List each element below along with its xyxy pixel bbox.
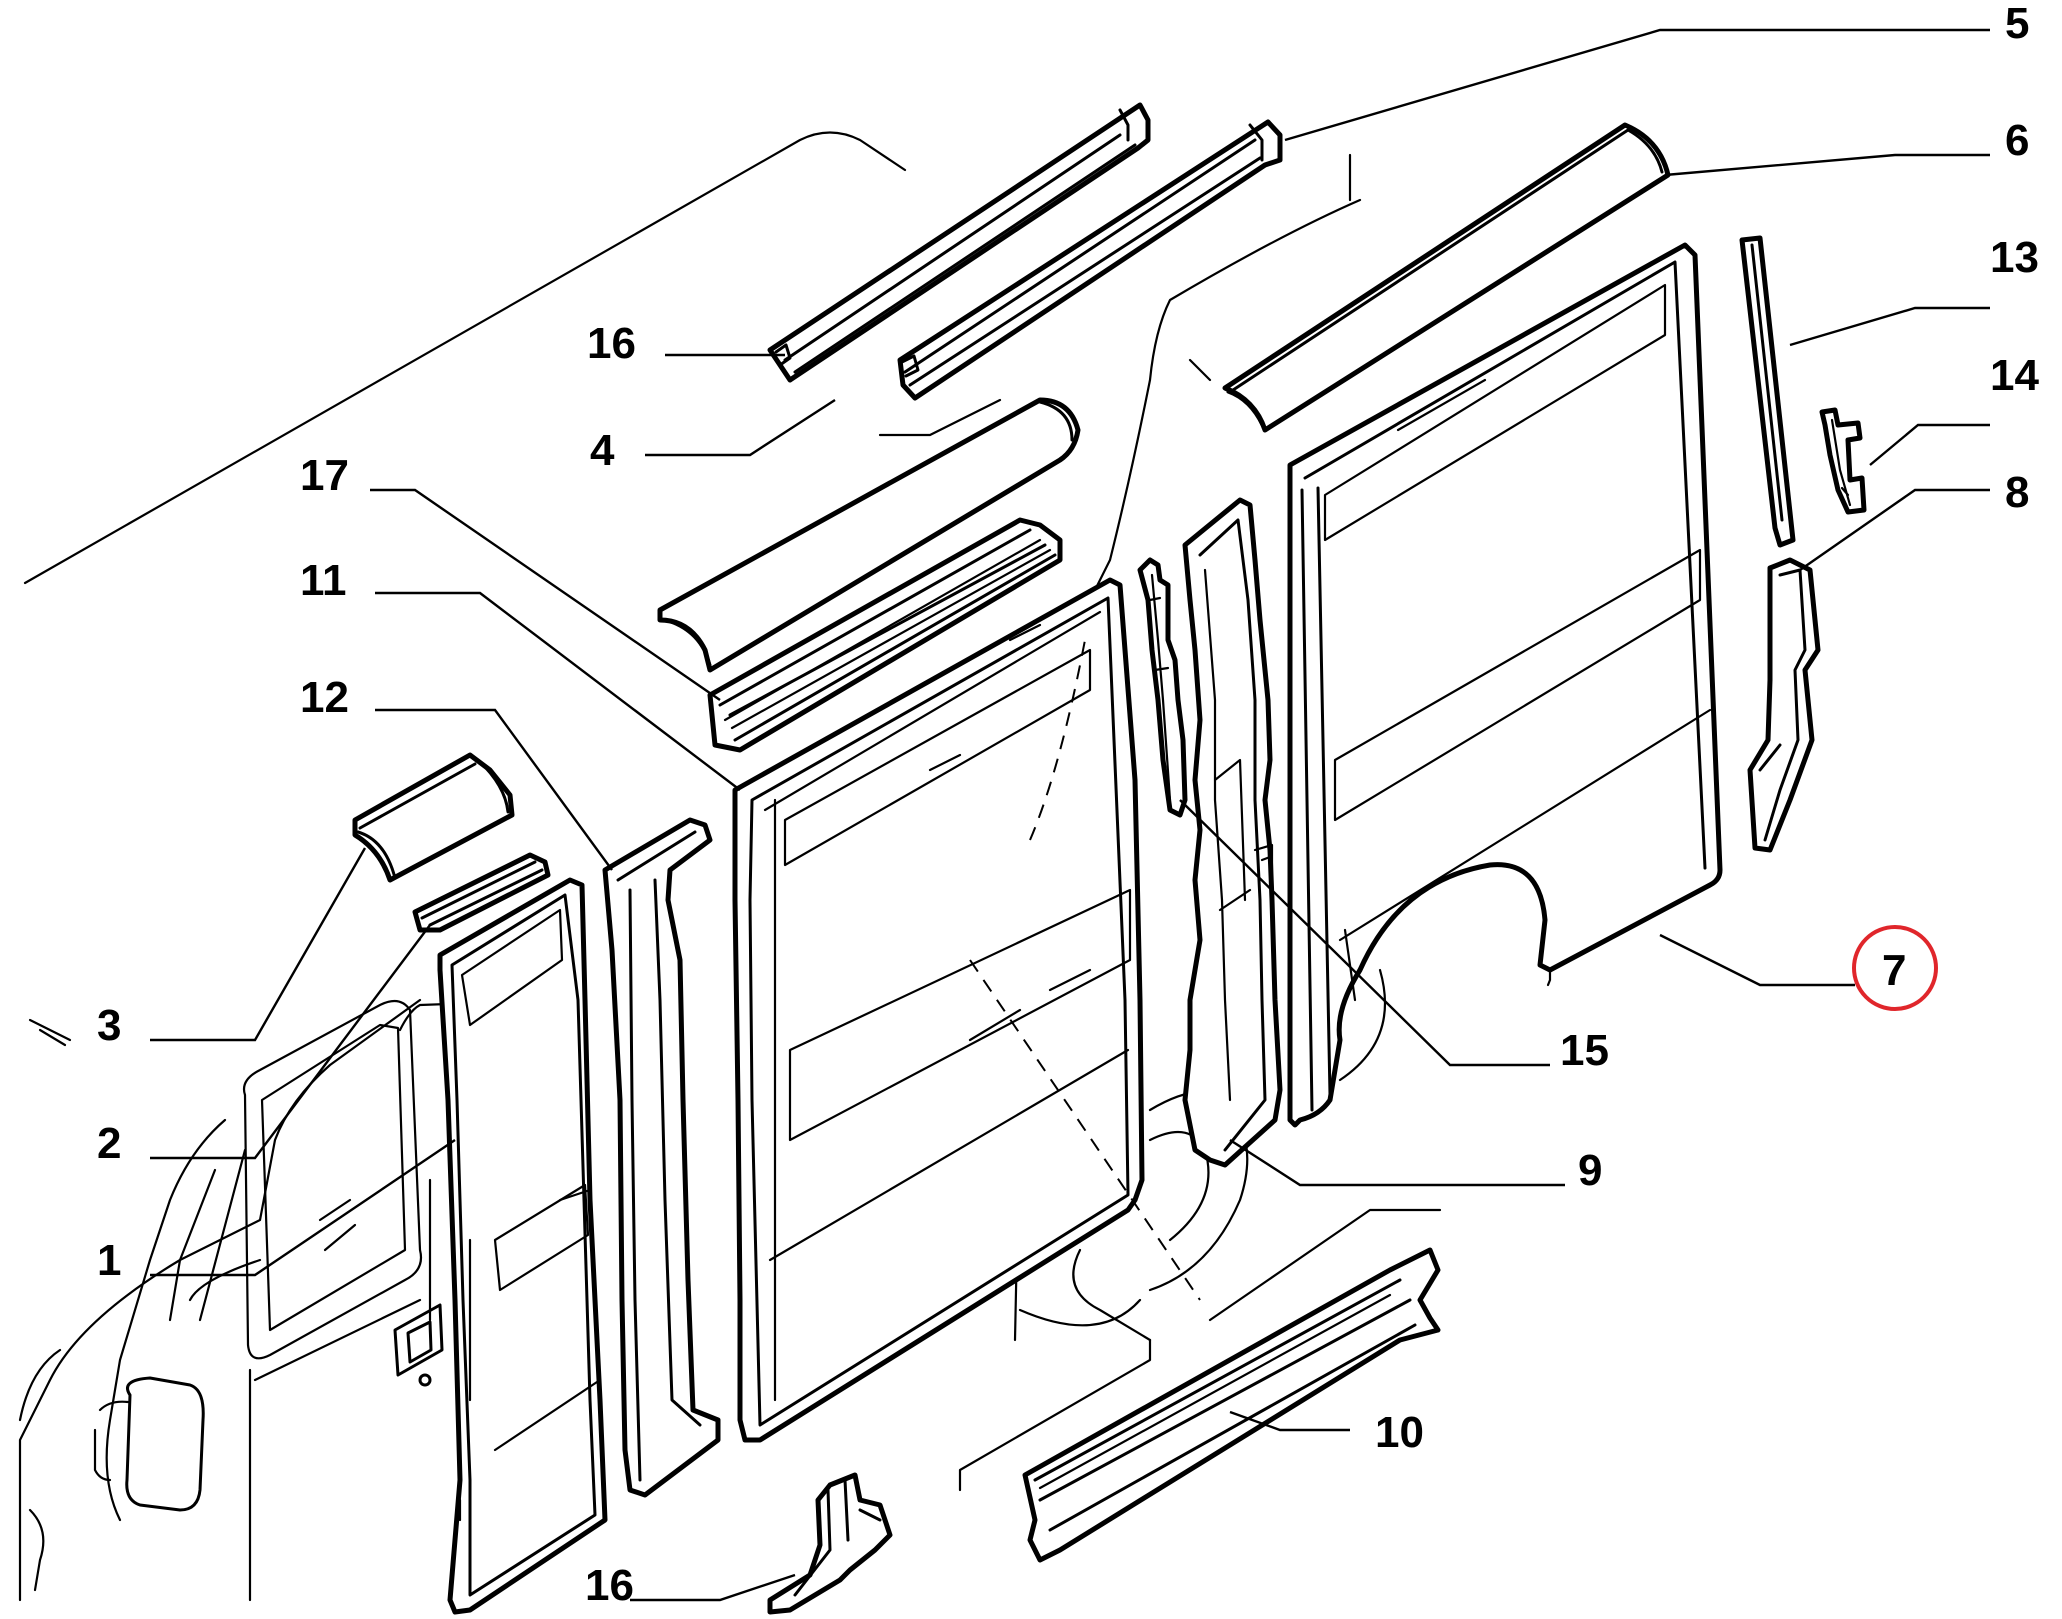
leader-lines xyxy=(150,28,1990,1602)
part-1-front-door xyxy=(437,877,608,1615)
callout-4: 4 xyxy=(590,426,615,475)
callout-5: 5 xyxy=(2005,0,2029,48)
callout-16-upper: 16 xyxy=(587,319,636,368)
callout-12: 12 xyxy=(300,673,349,722)
part-9-b-pillar xyxy=(1182,497,1283,1168)
callout-13: 13 xyxy=(1990,233,2039,282)
callout-15: 15 xyxy=(1560,1026,1609,1075)
part-7-rear-side-panel xyxy=(1287,242,1723,1128)
part-15-inner-pillar xyxy=(1137,557,1188,818)
part-4-roof-bow xyxy=(657,397,1081,673)
part-16-lower-bracket xyxy=(767,1472,893,1615)
callout-labels: 5 6 13 14 8 16 4 17 11 12 7 15 3 2 9 1 1… xyxy=(97,0,2039,1610)
part-3-roof-bow xyxy=(352,752,515,883)
callout-1: 1 xyxy=(97,1236,121,1285)
callout-17: 17 xyxy=(300,451,349,500)
part-16-upper-rail xyxy=(767,102,1151,383)
part-8-rear-corner xyxy=(1747,557,1821,853)
part-11-sliding-door xyxy=(732,577,1201,1443)
callout-7: 7 xyxy=(1882,946,1906,995)
callout-11: 11 xyxy=(300,556,347,605)
part-10-sill xyxy=(1022,1247,1441,1563)
callout-3: 3 xyxy=(97,1001,121,1050)
callout-8: 8 xyxy=(2005,468,2029,517)
callout-16-lower: 16 xyxy=(585,1561,634,1610)
callout-10: 10 xyxy=(1375,1408,1424,1457)
callout-2: 2 xyxy=(97,1119,121,1168)
part-2-rail xyxy=(412,852,551,933)
part-17-gutter xyxy=(707,517,1063,753)
part-5-roof-rail xyxy=(897,119,1283,401)
callout-14: 14 xyxy=(1990,351,2039,400)
highlight-circle xyxy=(1852,925,1938,1011)
part-14-bracket xyxy=(1819,407,1867,515)
callout-9: 9 xyxy=(1578,1146,1602,1195)
part-12-front-pillar xyxy=(602,817,721,1498)
callout-6: 6 xyxy=(2005,116,2029,165)
part-13-rear-pillar xyxy=(1739,235,1796,548)
